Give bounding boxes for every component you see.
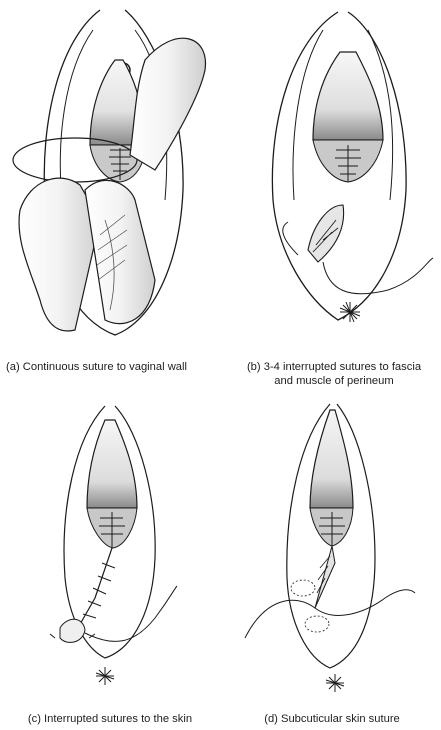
interrupted-sutures-fascia-drawing xyxy=(228,0,438,345)
panel-d-illustration xyxy=(225,398,425,703)
suture-knot-icon xyxy=(96,667,114,685)
suture-knot-icon xyxy=(326,674,344,692)
panel-a-illustration xyxy=(5,0,205,345)
suture-knot-icon xyxy=(340,302,360,322)
panel-b-illustration xyxy=(228,0,428,345)
caption-panel-b: (b) 3-4 interrupted sutures to fascia an… xyxy=(230,360,438,388)
caption-panel-c: (c) Interrupted sutures to the skin xyxy=(10,712,210,726)
caption-panel-d: (d) Subcuticular skin suture xyxy=(232,712,432,726)
panel-c-illustration xyxy=(5,398,205,703)
caption-panel-b-line1: (b) 3-4 interrupted sutures to fascia xyxy=(230,360,438,374)
continuous-suture-drawing xyxy=(5,0,215,345)
subcuticular-skin-suture-drawing xyxy=(225,398,440,703)
caption-panel-b-line2: and muscle of perineum xyxy=(230,374,438,388)
interrupted-skin-sutures-drawing xyxy=(5,398,215,703)
caption-panel-a: (a) Continuous suture to vaginal wall xyxy=(6,360,187,374)
